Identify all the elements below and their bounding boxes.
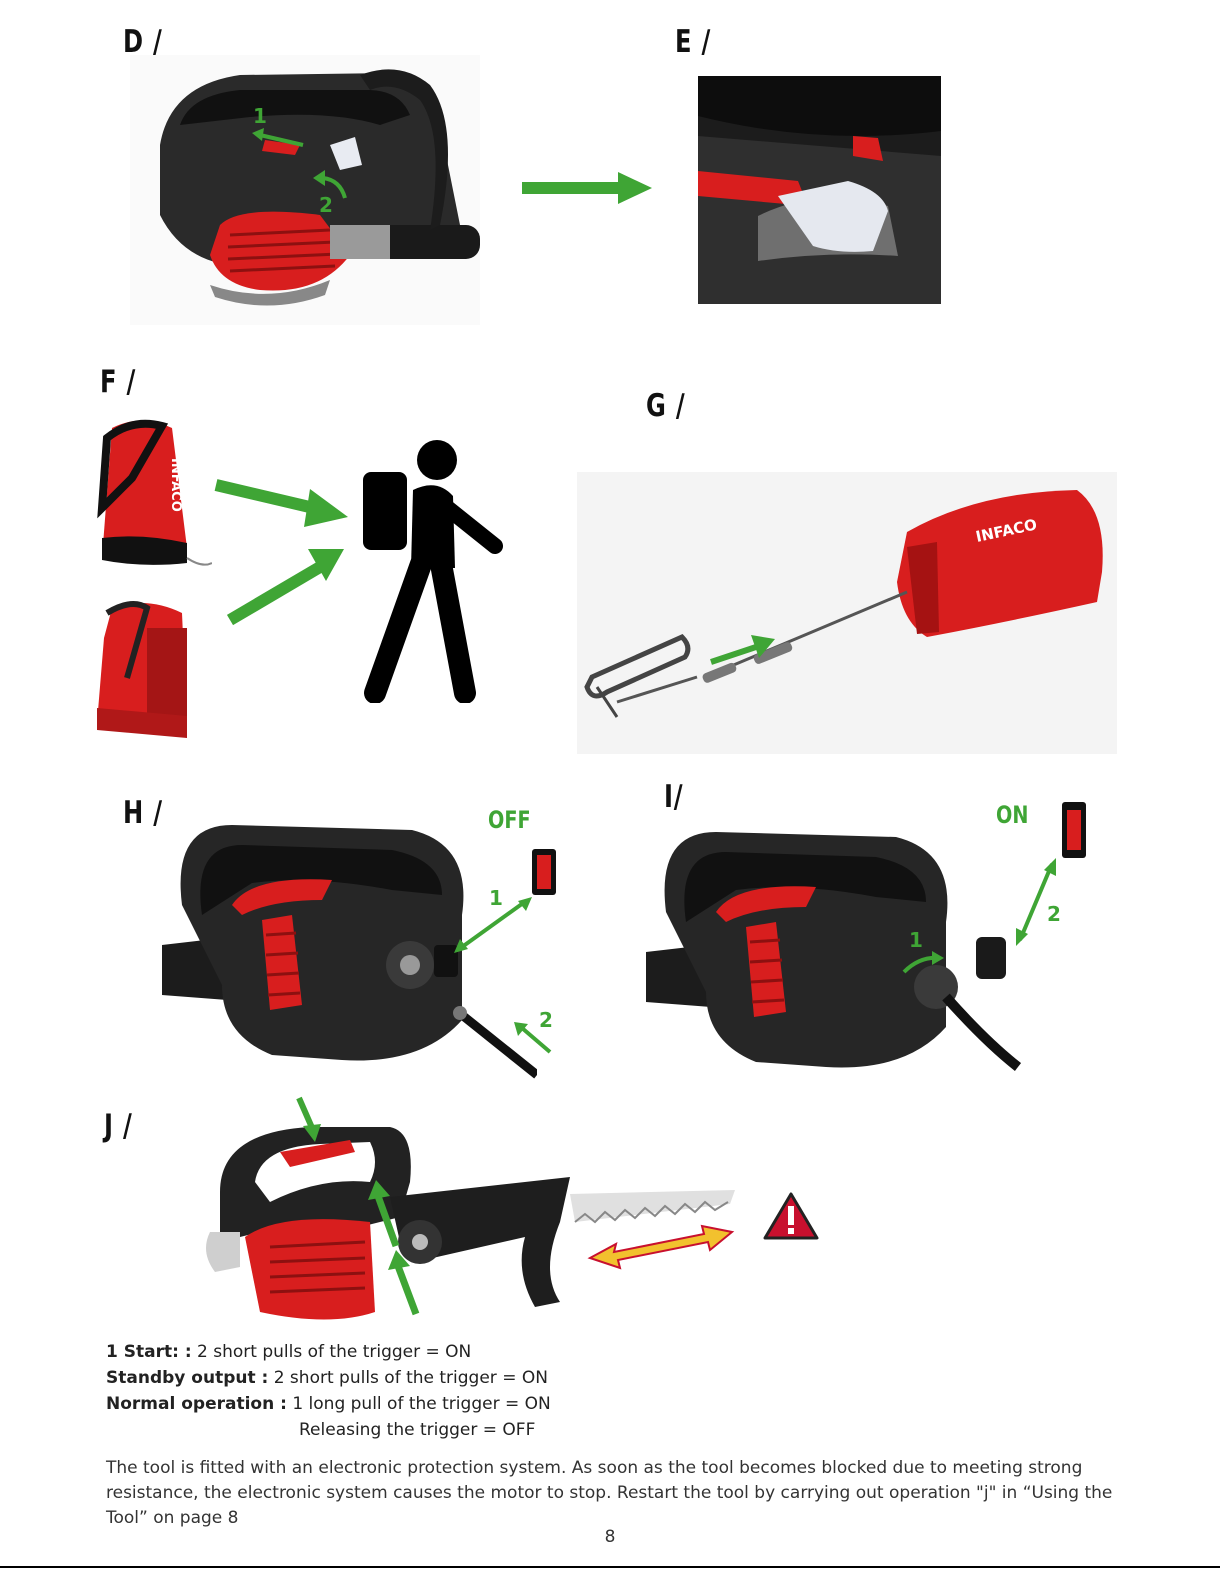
section-label-f: F /	[100, 364, 137, 400]
protection-paragraph: The tool is fitted with an electronic pr…	[106, 1458, 1113, 1528]
arrow-icon	[388, 1250, 420, 1316]
instruction-line-release: Releasing the trigger = OFF	[299, 1417, 535, 1443]
instruction-text: Releasing the trigger = OFF	[299, 1420, 536, 1440]
step-number-d2: 2	[319, 193, 333, 217]
arrow-icon	[454, 897, 532, 953]
section-label-g: G /	[646, 388, 686, 424]
instruction-line-normal: Normal operation : 1 long pull of the tr…	[106, 1391, 551, 1417]
arrow-icon	[1016, 858, 1056, 946]
section-label-j: J /	[104, 1108, 133, 1144]
walking-person-icon	[363, 440, 503, 703]
section-label-e: E /	[675, 24, 712, 60]
warning-icon	[763, 1192, 819, 1240]
instruction-line-standby: Standby output : 2 short pulls of the tr…	[106, 1365, 548, 1391]
tool-trigger-illustration-d	[130, 55, 480, 325]
instruction-line-start: 1 Start: : 2 short pulls of the trigger …	[106, 1339, 471, 1365]
arrow-icon	[252, 128, 304, 147]
battery-cable-illustration-g: INFACO	[577, 472, 1117, 754]
arrow-icon	[296, 1096, 321, 1142]
step-number-d1: 1	[253, 104, 267, 128]
step-number-h2: 2	[539, 1008, 553, 1032]
section-label-i: I/	[664, 779, 684, 815]
on-label: ON	[996, 801, 1029, 829]
step-number-h1: 1	[489, 886, 503, 910]
harness-illustration-top: INFACO	[97, 419, 212, 566]
off-label: OFF	[488, 806, 531, 834]
arrow-icon	[710, 635, 775, 665]
harness-illustration-bottom	[97, 601, 187, 738]
tool-connect-illustration-i	[646, 832, 1021, 1071]
arrow-icon	[313, 170, 347, 199]
bottom-rule	[0, 1566, 1220, 1568]
arrow-icon	[514, 1022, 552, 1054]
instruction-term: Standby output :	[106, 1368, 269, 1388]
arrow-icon	[522, 172, 652, 204]
trigger-closeup-illustration-e	[698, 76, 941, 304]
switch-on-icon	[1062, 802, 1086, 858]
switch-off-icon	[532, 849, 556, 895]
instruction-term: Normal operation :	[106, 1394, 287, 1414]
double-arrow-icon	[587, 1224, 735, 1270]
instruction-term: 1 Start: :	[106, 1342, 192, 1362]
instruction-text: 1 long pull of the trigger = ON	[286, 1394, 551, 1414]
instruction-text: 2 short pulls of the trigger = ON	[191, 1342, 472, 1362]
arrow-icon	[226, 549, 344, 626]
arrow-icon	[902, 951, 944, 974]
section-label-d: D /	[123, 24, 163, 60]
section-label-h: H /	[123, 795, 163, 831]
step-number-i1: 1	[909, 928, 923, 952]
harness-brand-text: INFACO	[168, 458, 183, 512]
step-number-i2: 2	[1047, 902, 1061, 926]
arrow-icon	[368, 1180, 400, 1248]
tool-connect-illustration-h	[162, 825, 537, 1079]
page-number: 8	[604, 1527, 616, 1547]
saw-tool-illustration-j	[206, 1127, 735, 1320]
instruction-text: 2 short pulls of the trigger = ON	[268, 1368, 548, 1388]
arrow-icon	[214, 479, 348, 527]
